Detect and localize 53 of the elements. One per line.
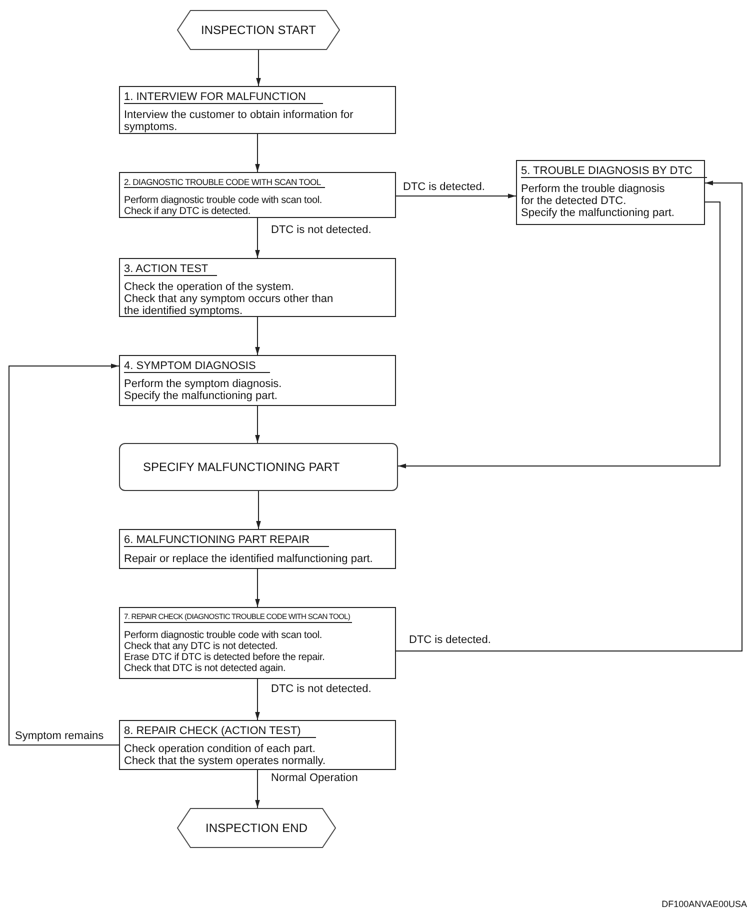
- step-description: Perform diagnostic trouble code with scan tool.: [124, 195, 322, 206]
- flow-arrow: [396, 180, 742, 652]
- step-description: Check that the system operates normally.: [124, 755, 326, 767]
- step-description: Check operation condition of each part.: [124, 743, 316, 755]
- step-description: Specify the malfunctioning part.: [521, 207, 674, 219]
- step-description: Perform diagnostic trouble code with scan tool.: [124, 630, 322, 641]
- step-description: Interview the customer to obtain information for symptoms.: [124, 109, 354, 133]
- terminal-label: INSPECTION END: [205, 821, 308, 835]
- flow-arrow: [255, 678, 260, 720]
- step-description: Perform the symptom diagnosis.: [124, 378, 282, 390]
- figure-code: DF100ANVAE00USA: [662, 899, 747, 910]
- terminal-hexagon: [177, 808, 336, 848]
- step-description: Check that any DTC is not detected.: [124, 641, 278, 652]
- flow-arrow: [255, 568, 260, 608]
- flow-arrow: [8, 364, 120, 746]
- flow-arrow: [256, 490, 261, 530]
- process-box: [119, 720, 396, 770]
- flow-arrow: [396, 194, 516, 198]
- step-heading: 4. SYMPTOM DIAGNOSIS: [124, 360, 270, 373]
- step-description: Specify the malfunctioning part.: [124, 390, 278, 402]
- edge-label: Normal Operation: [270, 772, 359, 785]
- step-heading: 6. MALFUNCTIONING PART REPAIR: [124, 534, 329, 547]
- step-heading: 5. TROUBLE DIAGNOSIS BY DTC: [521, 165, 708, 178]
- step-heading: 3. ACTION TEST: [124, 263, 218, 276]
- flow-arrow: [255, 770, 260, 808]
- flow-arrow: [255, 218, 260, 258]
- step-description: Perform the trouble diagnosis for the detected DTC.: [521, 183, 666, 207]
- step-heading: 2. DIAGNOSTIC TROUBLE CODE WITH SCAN TOOL: [124, 177, 325, 188]
- process-box: [119, 86, 396, 134]
- process-box: [119, 607, 396, 679]
- step-description: Erase DTC if DTC is detected before the repair.: [124, 652, 325, 663]
- terminal-hexagon: [177, 10, 340, 50]
- step-description: Repair or replace the identified malfunctioning part.: [124, 553, 373, 565]
- process-box: [516, 160, 705, 225]
- flow-arrow: [255, 316, 260, 356]
- step-heading: 1. INTERVIEW FOR MALFUNCTION: [124, 91, 323, 104]
- step-description: Check the operation of the system.: [124, 281, 294, 293]
- process-box: [119, 355, 396, 406]
- process-box: [119, 258, 396, 317]
- rounded-process-box: [119, 443, 398, 491]
- process-box: [119, 529, 396, 569]
- terminal-label: INSPECTION START: [201, 23, 316, 37]
- edge-label: Symptom remains: [14, 730, 105, 743]
- process-box: [119, 172, 396, 218]
- flow-arrow: [255, 406, 260, 444]
- step-label: SPECIFY MALFUNCTIONING PART: [143, 460, 340, 474]
- step-description: Check if any DTC is detected.: [124, 206, 250, 217]
- flow-arrow: [398, 202, 720, 468]
- step-heading: 8. REPAIR CHECK (ACTION TEST): [124, 725, 316, 738]
- flow-arrow: [256, 50, 261, 86]
- step-description: Check that DTC is not detected again.: [124, 663, 286, 674]
- flow-arrow: [255, 134, 260, 172]
- step-description: Check that any symptom occurs other than the identified symptoms.: [124, 293, 334, 317]
